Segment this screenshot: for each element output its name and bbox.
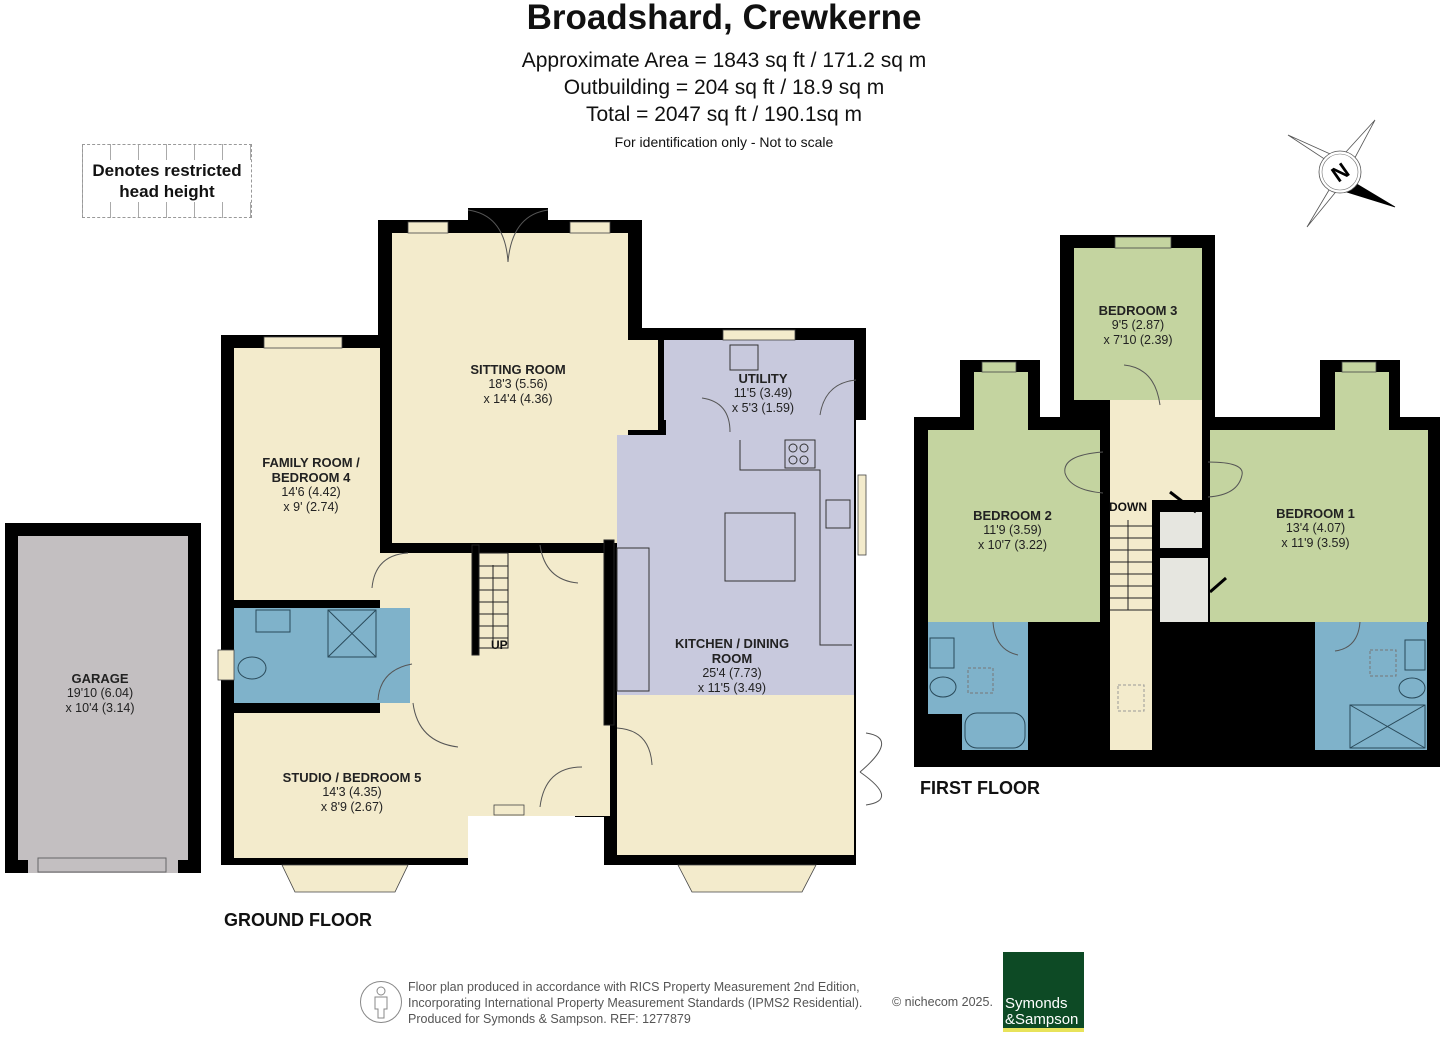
stairs-up-label: UP (491, 638, 508, 652)
room-label-garage: GARAGE 19'10 (6.04) x 10'4 (3.14) (65, 671, 135, 715)
room-label-kitchen-dining: KITCHEN / DINING ROOM 25'4 (7.73) x 11'5… (674, 636, 790, 695)
ground-floor-label: GROUND FLOOR (224, 910, 372, 930)
first-floor-stairs (1110, 520, 1152, 712)
stairs-down-label: DOWN (1109, 500, 1147, 514)
symonds-sampson-logo: Symonds &Sampson (1003, 952, 1084, 1032)
ground-windows (217, 221, 867, 893)
kitchen-fittings (616, 344, 852, 692)
ground-door-swings (371, 209, 883, 808)
first-floor-bath-fittings (929, 637, 1426, 749)
room-label-bedroom-1: BEDROOM 1 13'4 (4.07) x 11'9 (3.59) (1276, 506, 1355, 550)
ground-floor-walls (221, 208, 866, 865)
garage-shape (5, 523, 201, 873)
first-floor-label: FIRST FLOOR (920, 778, 1040, 798)
room-label-bedroom-2: BEDROOM 2 11'9 (3.59) x 10'7 (3.22) (973, 508, 1052, 552)
footer-disclaimer: Floor plan produced in accordance with R… (408, 980, 863, 1026)
outbuilding-area: Outbuilding = 204 sq ft / 18.9 sq m (563, 76, 885, 99)
scale-disclaimer: For identification only - Not to scale (614, 134, 834, 150)
room-label-bedroom-3: BEDROOM 3 9'5 (2.87) x 7'10 (2.39) (1098, 303, 1178, 347)
first-floor-windows (981, 236, 1377, 373)
room-label-utility: UTILITY 11'5 (3.49) x 5'3 (1.59) (731, 371, 795, 415)
first-floor-door-swings (992, 364, 1361, 656)
restricted-head-height-legend: Denotes restricted head height (82, 144, 252, 218)
north-compass-icon: N (1287, 119, 1396, 228)
total-area: Total = 2047 sq ft / 190.1sq m (585, 103, 863, 126)
shower-room-fittings (237, 609, 377, 680)
room-label-sitting-room: SITTING ROOM 18'3 (5.56) x 14'4 (4.36) (470, 362, 566, 406)
legend-text: Denotes restricted head height (83, 160, 251, 202)
ground-stairs (471, 539, 615, 726)
copyright-text: © nichecom 2025. (892, 995, 993, 1009)
room-label-family-room: FAMILY ROOM / BEDROOM 4 14'6 (4.42) x 9'… (262, 455, 360, 514)
person-icon (360, 981, 402, 1023)
approximate-area: Approximate Area = 1843 sq ft / 171.2 sq… (521, 49, 927, 72)
room-label-studio: STUDIO / BEDROOM 5 14'3 (4.35) x 8'9 (2.… (282, 770, 422, 814)
plan-title: Broadshard, Crewkerne (526, 0, 922, 37)
